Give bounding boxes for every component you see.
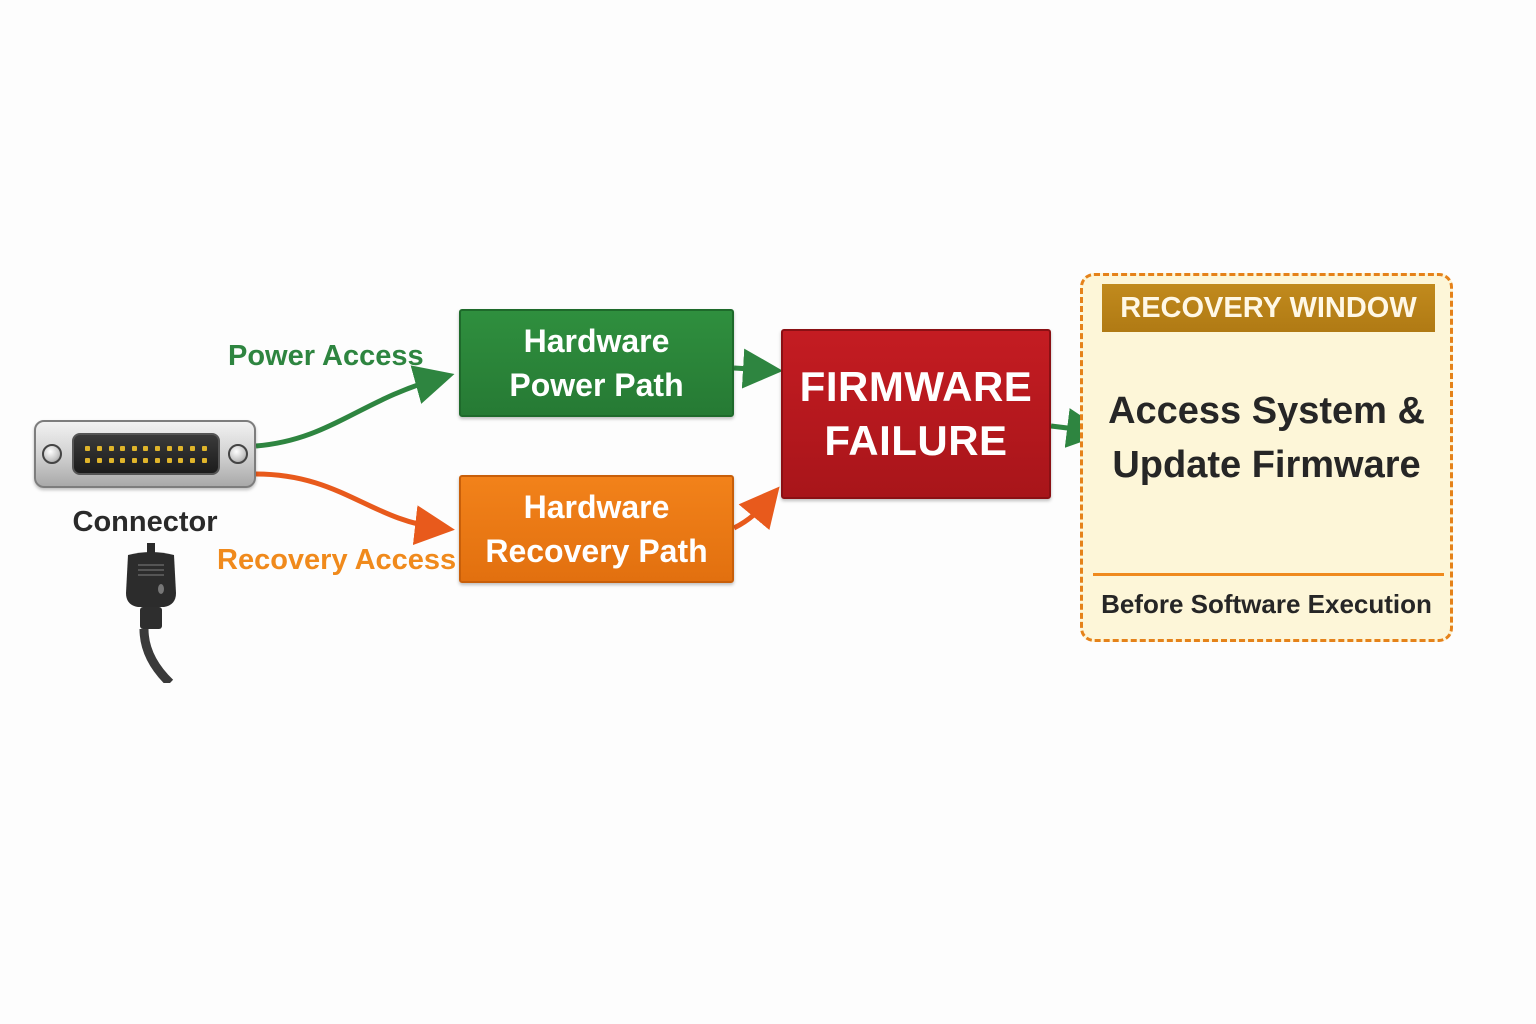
recovery-path-line1: Hardware: [523, 489, 670, 525]
recovery-window-body-line1: Access System &: [1108, 390, 1425, 432]
power-path-line1: Hardware: [523, 323, 670, 359]
recovery-window-header: RECOVERY WINDOW: [1102, 284, 1435, 332]
connector-screw-left: [42, 444, 62, 464]
connector-screw-right: [228, 444, 248, 464]
connector-pin-block: [72, 433, 220, 475]
power-access-label: Power Access: [228, 340, 424, 372]
power-path-line2: Power Path: [509, 367, 684, 403]
power-plug-icon: [126, 543, 176, 683]
recovery-window-body: Access System & Update Firmware: [1083, 384, 1450, 492]
db-connector-icon: [34, 420, 256, 488]
recovery-path-line2: Recovery Path: [485, 533, 708, 569]
firmware-failure-line2: FAILURE: [824, 417, 1008, 464]
hardware-recovery-path-box: Hardware Recovery Path: [459, 475, 734, 583]
recovery-window-footer: Before Software Execution: [1101, 589, 1432, 619]
recovery-window-body-line2: Update Firmware: [1112, 444, 1421, 486]
recovery-access-arrow: [255, 471, 455, 546]
recovery-path-to-failure-arrow: [732, 486, 780, 531]
connector-label: Connector: [72, 506, 218, 538]
firmware-failure-box: FIRMWARE FAILURE: [781, 329, 1051, 499]
power-access-arrow: [255, 365, 455, 449]
firmware-failure-line1: FIRMWARE: [799, 363, 1033, 410]
recovery-window-divider: [1093, 573, 1444, 576]
hardware-power-path-box: Hardware Power Path: [459, 309, 734, 417]
power-path-to-failure-arrow: [733, 348, 783, 389]
recovery-window-panel: RECOVERY WINDOW Access System & Update F…: [1080, 273, 1453, 642]
recovery-access-label: Recovery Access: [217, 544, 457, 576]
